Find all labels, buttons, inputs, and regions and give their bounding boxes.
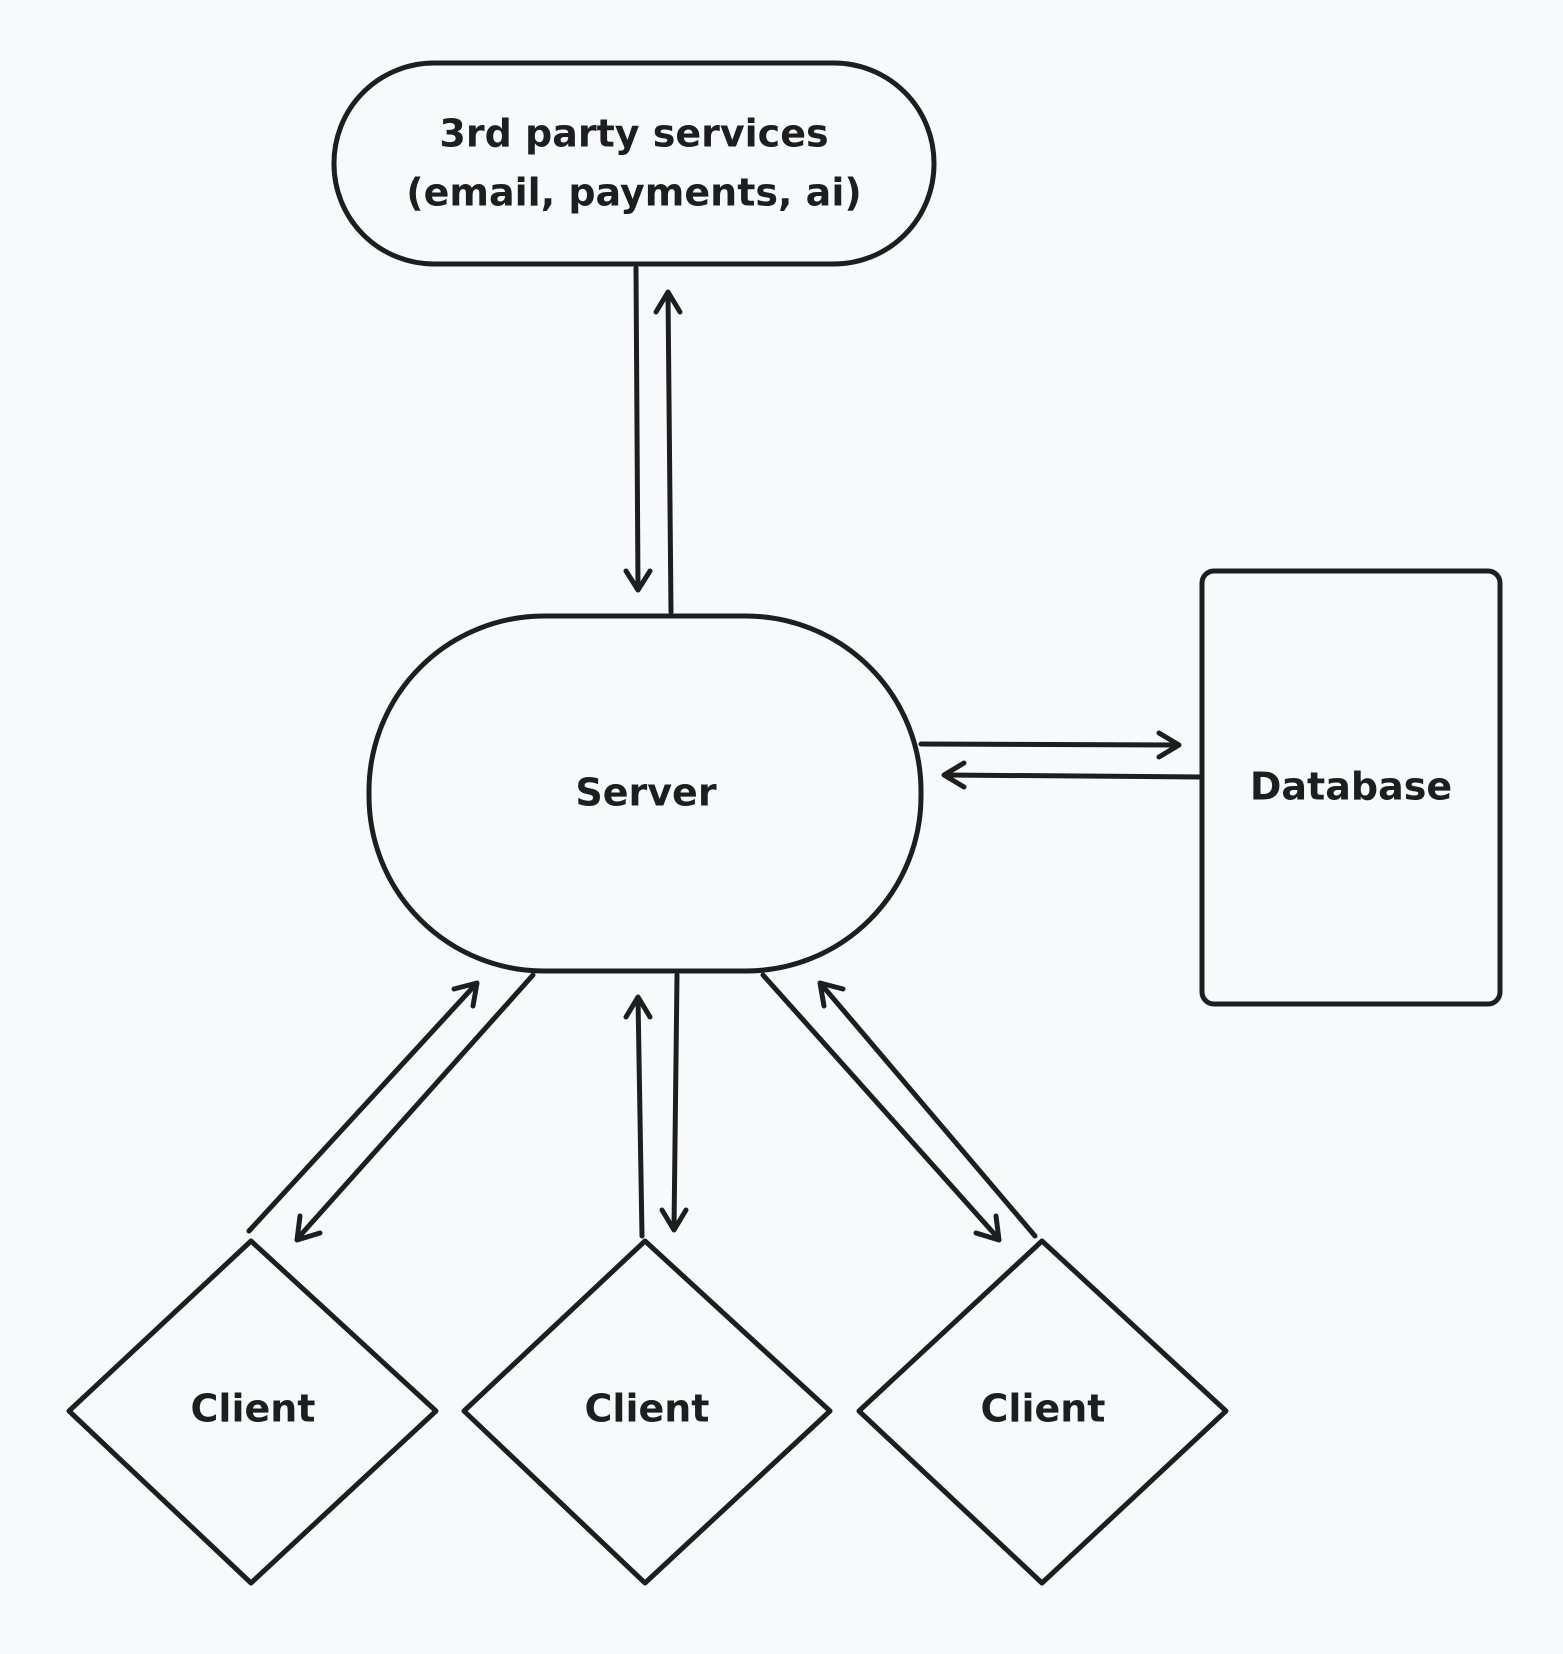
edge-line	[760, 972, 1001, 1241]
server-node-label: Server	[575, 771, 716, 815]
services-node-shape	[331, 60, 937, 267]
edge-line	[635, 995, 645, 1239]
client-center-node[interactable]: Client	[461, 1238, 833, 1586]
database-node[interactable]: Database	[1199, 568, 1503, 1007]
arrowhead-icon	[451, 980, 480, 1009]
client-left-node-shape	[66, 1238, 439, 1586]
client-center-node-label: Client	[585, 1387, 710, 1431]
edge-server-to-client-center[interactable]	[659, 972, 689, 1233]
edge-database-to-server[interactable]	[941, 760, 1203, 790]
database-node-shape	[1199, 568, 1503, 1007]
edge-server-to-client-right[interactable]	[760, 972, 1002, 1243]
services-node[interactable]: 3rd party services (email, payments, ai)	[331, 60, 937, 267]
arrowhead-icon	[817, 980, 846, 1009]
arrowhead-icon	[653, 289, 683, 315]
services-node-label-line2: (email, payments, ai)	[406, 171, 861, 215]
edge-line	[246, 981, 479, 1234]
edge-services-to-server[interactable]	[623, 265, 653, 593]
edge-line	[633, 265, 641, 591]
arrowhead-icon	[623, 994, 653, 1020]
edge-server-to-services[interactable]	[653, 289, 683, 615]
arrowhead-icon	[623, 568, 653, 593]
client-right-node-label: Client	[981, 1387, 1106, 1431]
edge-line	[671, 972, 680, 1232]
client-left-node-label: Client	[191, 1387, 316, 1431]
edge-line	[295, 972, 536, 1241]
edge-client-center-to-server[interactable]	[623, 994, 653, 1239]
client-center-node-shape	[461, 1238, 833, 1586]
client-right-node-shape	[856, 1238, 1229, 1586]
edge-client-left-to-server[interactable]	[246, 980, 480, 1234]
arrowhead-icon	[941, 760, 967, 790]
arrowhead-icon	[973, 1213, 1002, 1243]
arrowhead-icon	[1156, 730, 1182, 760]
server-node[interactable]: Server	[366, 613, 924, 974]
edge-line	[665, 290, 674, 615]
database-node-label: Database	[1250, 765, 1452, 809]
server-node-shape	[366, 613, 924, 974]
edge-line	[818, 981, 1038, 1239]
client-left-node[interactable]: Client	[66, 1238, 439, 1586]
arrowhead-icon	[659, 1207, 689, 1233]
services-node-label-line1: 3rd party services	[439, 112, 828, 156]
edge-server-to-database[interactable]	[918, 730, 1182, 760]
arrowhead-icon	[294, 1213, 323, 1243]
edge-server-to-client-left[interactable]	[294, 972, 536, 1243]
client-right-node[interactable]: Client	[856, 1238, 1229, 1586]
edge-client-right-to-server[interactable]	[817, 980, 1038, 1239]
edge-line	[918, 741, 1181, 748]
edge-line	[942, 772, 1203, 780]
